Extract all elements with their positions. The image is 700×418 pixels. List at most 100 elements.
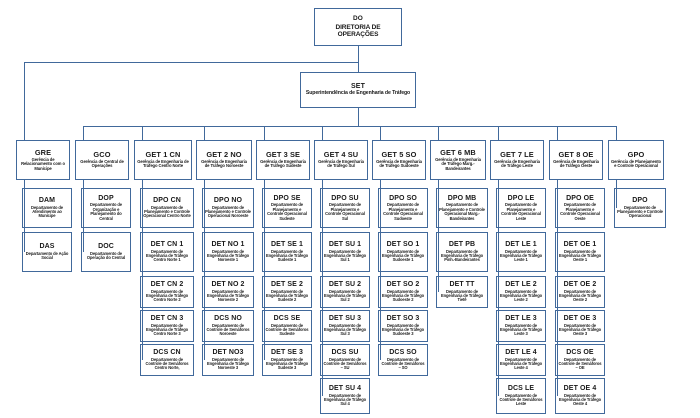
node-code: DPO OE (566, 195, 594, 203)
node-code: DET NO 1 (211, 241, 245, 249)
node-code: DET SO 3 (386, 315, 420, 323)
node-description: Departamento de Planejamento e Controle … (205, 204, 251, 219)
connector-child-spine (438, 180, 440, 292)
node-description: Departamento de Engenharia de Tráfego Oe… (558, 248, 602, 263)
node-code: DET SE 1 (271, 241, 303, 249)
node-description: Departamento de Engenharia de Tráfego Oe… (558, 288, 602, 303)
node-code: DET OE 2 (563, 281, 597, 289)
node-code: DET OE 3 (563, 315, 597, 323)
node-code: DET NO3 (212, 349, 244, 357)
node-description: Gerência de Engenharia de Tráfego Sul (318, 158, 364, 169)
node-code: DCS CN (153, 349, 181, 357)
node-description: Gerência de Engenharia de Tráfego Leste (494, 158, 540, 169)
node-code: DAM (38, 197, 56, 205)
node-description: Departamento de Engenharia de Tráfego No… (206, 248, 250, 263)
connector-do-left-bus (24, 62, 358, 64)
node-code: GRE (34, 147, 52, 157)
node-description: Departamento de Planejamento e Controle … (325, 202, 365, 221)
node-code: GET 8 OE (558, 150, 594, 160)
connector-child-spine (24, 180, 26, 252)
node-code: DET CN 1 (150, 241, 184, 249)
node-code: DPO SE (273, 195, 301, 203)
node-code: DPO MB (447, 195, 477, 203)
node-code: GET 2 NO (206, 150, 242, 160)
connector-head-stem (264, 126, 266, 140)
connector-child-spine (557, 180, 559, 396)
node-code: GCO (93, 150, 111, 160)
node-description: Superintendência de Engenharia de Tráfeg… (305, 90, 411, 97)
node-code: DET SU 3 (328, 315, 362, 323)
node-description: Departamento de Planejamento e Controle … (439, 202, 485, 221)
connector-head-stem (204, 126, 206, 140)
connector-child-spine (616, 180, 618, 208)
node-code: GET 7 LE (500, 150, 534, 160)
node-code: DCS LE (507, 385, 535, 393)
node-description: DIRETORIA DE OPERAÇÕES (335, 23, 381, 38)
node-description: Departamento de Ação Social (25, 250, 69, 261)
node-description: Departamento de Engenharia de Tráfego Le… (499, 356, 543, 371)
connector-child-spine (264, 180, 266, 360)
node-description: Departamento de Controle de Semáforos – … (323, 356, 367, 371)
node-description: Departamento de Engenharia de Tráfego Le… (499, 322, 543, 337)
